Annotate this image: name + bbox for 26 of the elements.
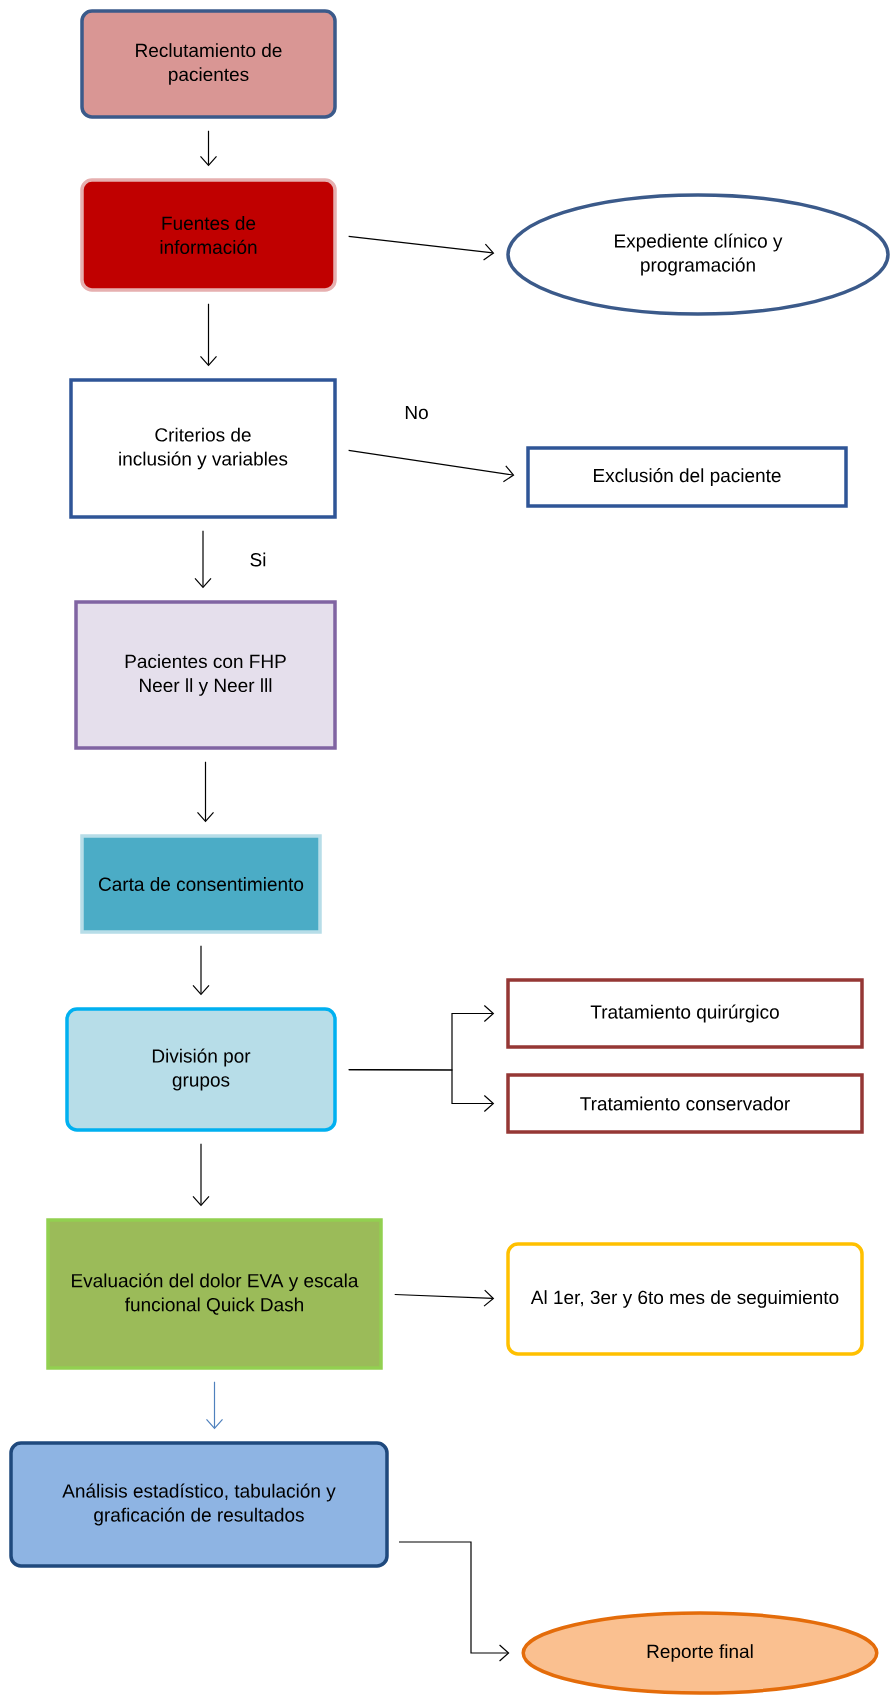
process-box: Pacientes con FHP Neer ll y Neer lll [74,600,337,750]
arrow [192,945,210,996]
process-box: División por grupos [65,1007,337,1132]
process-box: Reclutamiento de pacientes [80,9,337,119]
process-box: Fuentes de información [80,178,337,292]
arrow [394,1289,495,1307]
process-box: Análisis estadístico, tabulación y graficación de resultados [9,1441,389,1568]
edge-label: Si [250,552,266,567]
arrow [348,1068,495,1113]
process-box: Tratamiento conservador [506,1073,864,1134]
process-box: Exclusión del paciente [526,446,848,508]
arrow [192,1143,210,1207]
arrow [205,1381,224,1430]
process-box: Tratamiento quirúrgico [506,978,864,1049]
process-box: Carta de consentimiento [80,834,322,934]
arrow [194,530,212,589]
process-box: Al 1er, 3er y 6to mes de seguimiento [506,1242,864,1356]
arrow [199,303,218,367]
arrow [196,761,215,823]
process-box: Evaluación del dolor EVA y escala funcional Quick Dash [46,1218,383,1370]
arrow [398,1541,510,1662]
arrow [199,130,218,167]
process-box: Criterios de inclusión y variables [69,378,337,519]
edge-label: No [405,405,428,420]
arrow [348,449,515,483]
arrow [348,235,495,261]
